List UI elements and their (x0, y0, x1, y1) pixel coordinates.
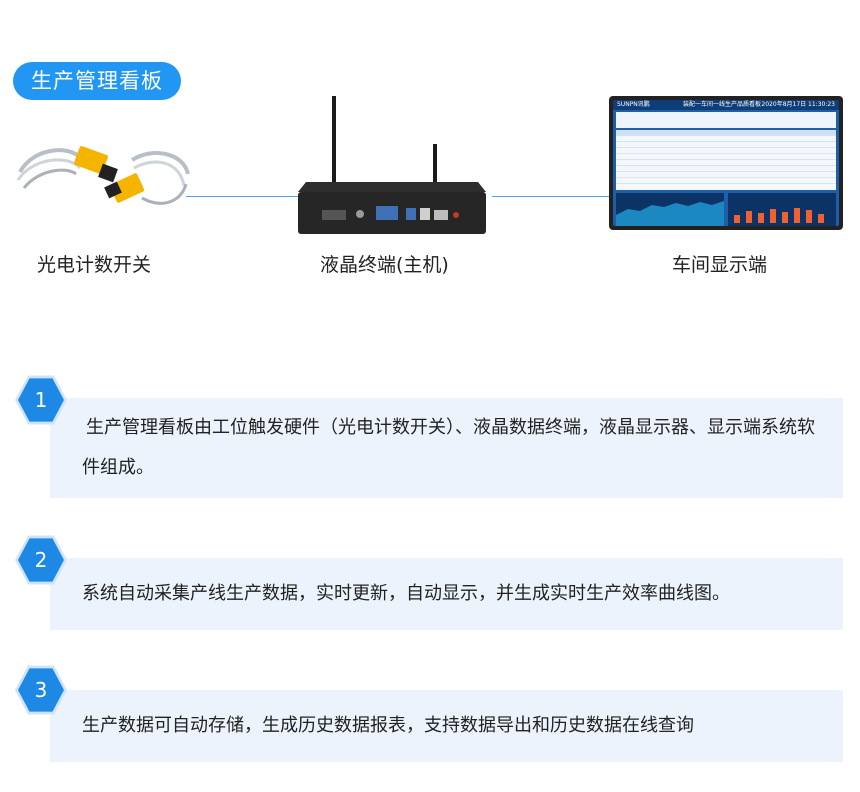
screen-bar-chart (728, 193, 836, 226)
page-title: 生产管理看板 (13, 62, 181, 100)
step-text-1: 生产管理看板由工位触发硬件（光电计数开关）、液晶数据终端，液晶显示器、显示端系统… (82, 417, 815, 478)
screen-title: 装配一车间一线生产品质看板 (683, 101, 762, 108)
screen-info-panel (616, 112, 836, 128)
workshop-display-image: SUNPN讯鹏 装配一车间一线生产品质看板 2020年8月17日 11:30:2… (609, 96, 843, 230)
connector-line-left (186, 196, 300, 197)
step-card-2: 系统自动采集产线生产数据，实时更新，自动显示，并生成实时生产效率曲线图。 (50, 558, 843, 630)
display-screen: SUNPN讯鹏 装配一车间一线生产品质看板 2020年8月17日 11:30:2… (613, 100, 839, 226)
step-text-2: 系统自动采集产线生产数据，实时更新，自动显示，并生成实时生产效率曲线图。 (82, 583, 730, 604)
device-label-display: 车间显示端 (672, 254, 768, 276)
screen-header: SUNPN讯鹏 装配一车间一线生产品质看板 2020年8月17日 11:30:2… (613, 100, 839, 110)
screen-brand: SUNPN讯鹏 (617, 101, 650, 108)
connector-line-right (492, 196, 610, 197)
screen-table (616, 130, 836, 190)
step-number-2: 2 (18, 538, 64, 582)
step-card-1: 生产管理看板由工位触发硬件（光电计数开关）、液晶数据终端，液晶显示器、显示端系统… (50, 398, 843, 498)
screen-datetime: 2020年8月17日 11:30:23 (761, 101, 835, 108)
device-label-terminal: 液晶终端(主机) (320, 254, 449, 276)
lcd-terminal-host-image (292, 92, 492, 240)
step-number-1: 1 (18, 378, 64, 422)
step-card-3: 生产数据可自动存储，生成历史数据报表，支持数据导出和历史数据在线查询 (50, 690, 843, 762)
photoelectric-sensor-image (14, 140, 194, 220)
device-label-sensor: 光电计数开关 (37, 254, 152, 276)
step-text-3: 生产数据可自动存储，生成历史数据报表，支持数据导出和历史数据在线查询 (82, 715, 694, 736)
screen-area-chart (616, 193, 724, 226)
step-number-3: 3 (18, 668, 64, 712)
